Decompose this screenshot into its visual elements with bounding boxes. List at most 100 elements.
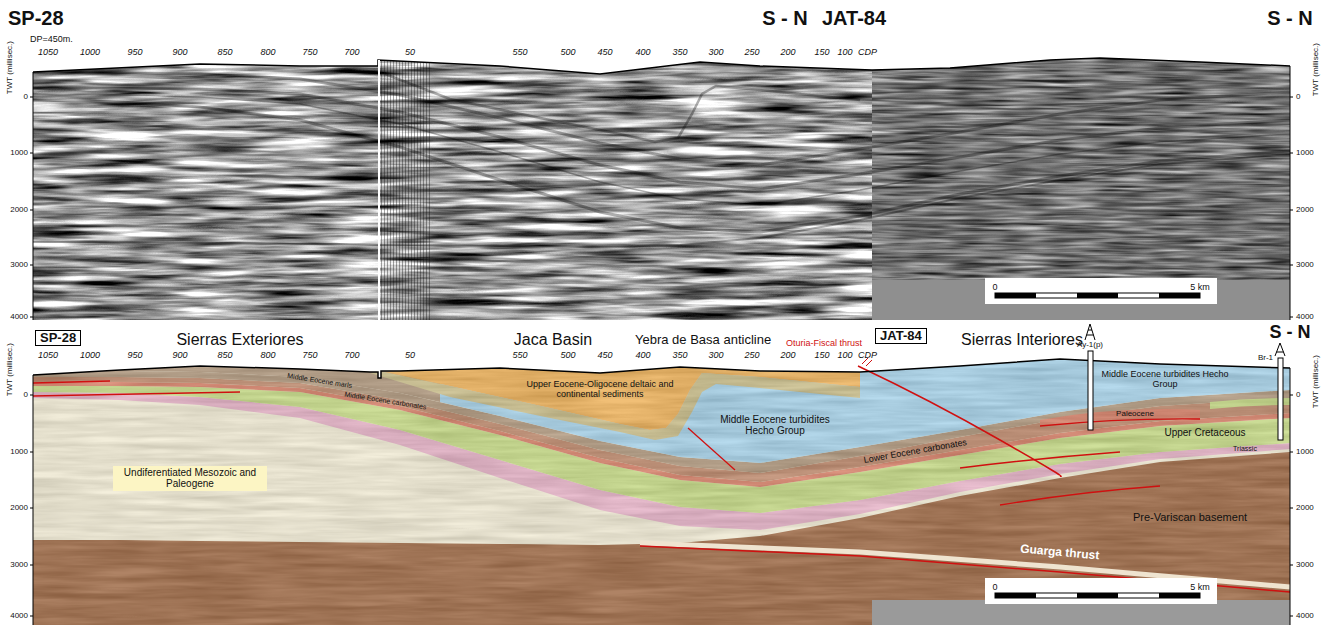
- axis-title: TWT (millisec.): [5, 41, 14, 94]
- cdp-number: 350: [672, 350, 687, 360]
- cdp-number: 400: [635, 350, 650, 360]
- cdp-number: 200: [780, 47, 795, 57]
- cdp-number: 450: [597, 350, 612, 360]
- region-name: Sierras Exteriores: [176, 331, 303, 349]
- region-name: Sierras Interiores: [961, 331, 1083, 349]
- drawing-part: [385, 74, 860, 142]
- cdp-number: 1000: [80, 350, 100, 360]
- drawing-part: [858, 366, 1061, 476]
- cdp-number: 700: [344, 350, 359, 360]
- unit-name: Upper Eocene-Oligocene deltaic and conti…: [514, 379, 687, 400]
- orientation: S - N: [762, 7, 808, 30]
- cdp-number: 100: [837, 350, 852, 360]
- cdp-number: 150: [814, 350, 829, 360]
- cdp-number: 950: [127, 47, 142, 57]
- drawing-part: [33, 72, 34, 320]
- drawing-part: [1077, 293, 1118, 298]
- axis-tick: 4000: [10, 312, 28, 321]
- cdp-number: 500: [560, 47, 575, 57]
- fault-trace: [640, 358, 1290, 592]
- drawing-part: [985, 578, 1217, 604]
- drawing-part: [33, 392, 240, 396]
- drawing-part: [33, 381, 1200, 505]
- note: DP=450m.: [30, 34, 73, 44]
- unit-name: Triassic: [1233, 445, 1257, 453]
- well-symbol: [1085, 324, 1285, 440]
- structure-name: Yebra de Basa anticline: [635, 333, 771, 348]
- unit-label: Undiferentiated Mesozoic and Paleogene: [113, 466, 267, 491]
- axis-tick: 4000: [1296, 312, 1314, 321]
- drawing-part: [33, 350, 440, 402]
- drawing-part: [33, 73, 1290, 165]
- unit-label: Upper Eocene-Oligocene deltaic and conti…: [514, 379, 687, 400]
- unit-name: Pre-Variscan basement: [1133, 511, 1247, 524]
- axis-tick: 1000: [1296, 447, 1314, 456]
- axis-title: TWT (millisec.): [1311, 355, 1320, 408]
- drawing-part: [1159, 593, 1200, 598]
- drawing-part: [688, 428, 735, 470]
- drawing-part: [985, 278, 1217, 304]
- unit-name: Paleocene: [1116, 409, 1154, 418]
- cdp-number: 200: [780, 350, 795, 360]
- line-box: SP-28: [35, 330, 81, 347]
- drawing-part: [640, 546, 1290, 592]
- cdp-number: 850: [217, 47, 232, 57]
- interpreted-section: [33, 340, 1290, 625]
- unit-label: Upper Cretaceous: [1164, 427, 1245, 439]
- scale-label: 0: [992, 282, 997, 292]
- cdp-number: 900: [172, 47, 187, 57]
- well-name: Ay-1(p): [1077, 340, 1103, 349]
- seismic-panel: [30, 55, 1293, 320]
- axis-tick: 1000: [10, 148, 28, 157]
- region-name: Jaca Basin: [514, 331, 592, 349]
- drawing-part: [33, 381, 110, 383]
- orientation: S - N: [1269, 322, 1310, 343]
- cdp-number: 850: [217, 350, 232, 360]
- drawing-part: [995, 593, 1200, 598]
- cdp-number: 50: [405, 350, 415, 360]
- unit-name: Middle Eocene turbidites Hecho Group: [706, 414, 844, 437]
- scale-label: 5 km: [1190, 282, 1210, 292]
- axis-tick: 3000: [10, 560, 28, 569]
- drawing-part: [378, 60, 380, 320]
- drawing-part: [33, 73, 1290, 247]
- cdp-number: 300: [708, 350, 723, 360]
- axis-tick: 0: [24, 390, 28, 399]
- axis-tick: 0: [1296, 390, 1300, 399]
- cdp-number: 800: [260, 47, 275, 57]
- topography: [33, 359, 1290, 378]
- axis-title: TWT (millisec.): [1311, 43, 1320, 96]
- axis-tick: 3000: [10, 260, 28, 269]
- drawing-part: [995, 293, 1036, 298]
- drawing-part: [33, 340, 1290, 625]
- axis-tick: 2000: [1296, 205, 1314, 214]
- cdp-number: 900: [172, 350, 187, 360]
- drawing-part: [1278, 358, 1283, 440]
- cdp-number: 950: [127, 350, 142, 360]
- cdp-number: 700: [344, 47, 359, 57]
- cdp-number: 750: [302, 47, 317, 57]
- scale-label: 5 km: [1190, 582, 1210, 592]
- axis-title: TWT (millisec.): [5, 343, 14, 396]
- cdp-number: 550: [512, 350, 527, 360]
- fault-name: Oturia-Fiscal thrust: [786, 338, 862, 348]
- axis-tick: 0: [1296, 92, 1300, 101]
- axis-tick: 2000: [10, 205, 28, 214]
- drawing-part: [33, 340, 1290, 625]
- line-name: SP-28: [8, 7, 64, 30]
- cdp-number: 750: [302, 350, 317, 360]
- cdp-number: 450: [597, 47, 612, 57]
- axis-tick: 2000: [1296, 503, 1314, 512]
- cdp-number: CDP: [858, 47, 877, 57]
- axis-tick: 2000: [10, 503, 28, 512]
- cdp-number: 150: [814, 47, 829, 57]
- drawing-part: [1290, 368, 1291, 625]
- unit-label: Paleocene: [1116, 409, 1154, 418]
- cdp-number: 800: [260, 350, 275, 360]
- cdp-number: 50: [405, 47, 415, 57]
- drawing-part: [33, 375, 34, 625]
- drawing-part: [1159, 293, 1200, 298]
- drawing-part: [995, 593, 1036, 598]
